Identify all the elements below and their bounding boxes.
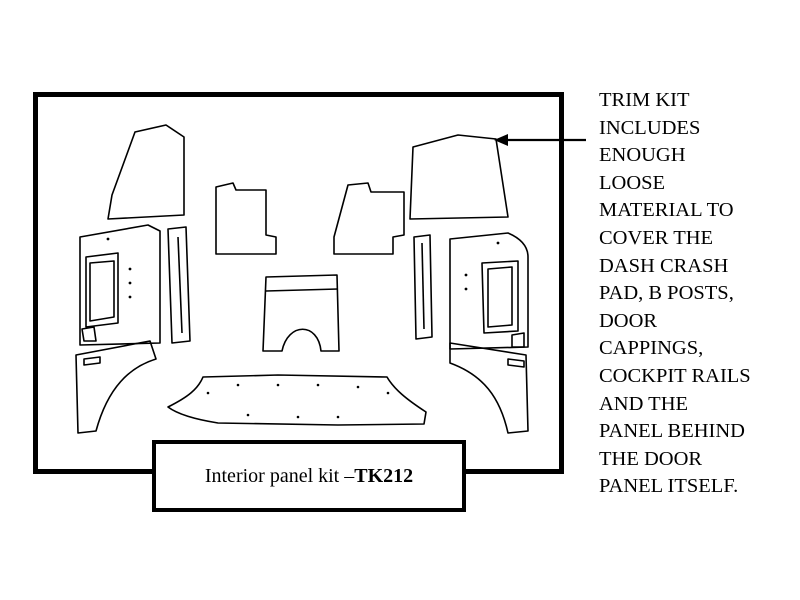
kit-illustration-frame <box>33 92 564 474</box>
note-line: MATERIAL TO <box>599 199 734 222</box>
kit-caption-box: Interior panel kit – TK212 <box>152 440 466 512</box>
left-lower-panel <box>75 340 157 434</box>
note-line: LOOSE <box>599 171 666 194</box>
note-line: PANEL ITSELF. <box>599 475 739 498</box>
right-door-panel <box>449 232 529 350</box>
note-line: AND THE <box>599 392 689 415</box>
note-line: TRIM KIT <box>599 89 690 111</box>
right-upper-panel <box>409 134 509 220</box>
arrow-left-icon <box>494 134 586 146</box>
note-line: PANEL BEHIND <box>599 420 745 443</box>
left-b-post <box>167 226 191 344</box>
note-line: DOOR <box>599 309 658 332</box>
rear-shelf-panel <box>167 374 427 426</box>
right-b-post <box>413 234 433 340</box>
part-number: TK212 <box>354 464 414 487</box>
right-lower-panel <box>449 342 529 434</box>
note-line: ENOUGH <box>599 144 686 167</box>
note-line: PAD, B POSTS, <box>599 282 734 305</box>
left-upper-panel <box>107 124 185 220</box>
panel-kit-drawing <box>75 124 529 434</box>
left-door-panel <box>79 224 161 346</box>
caption-label: Interior panel kit – <box>204 464 355 487</box>
right-small-panel <box>333 182 405 255</box>
note-line: COCKPIT RAILS <box>599 364 751 387</box>
centre-tunnel-panel <box>262 274 340 352</box>
trim-kit-note: TRIM KIT INCLUDES ENOUGH LOOSE MATERIAL … <box>599 87 799 501</box>
note-line: THE DOOR <box>599 447 703 470</box>
note-line: INCLUDES <box>599 116 701 139</box>
note-line: DASH CRASH <box>599 254 729 277</box>
left-small-panel <box>215 182 277 255</box>
note-line: COVER THE <box>599 226 714 249</box>
note-line: CAPPINGS, <box>599 337 704 360</box>
